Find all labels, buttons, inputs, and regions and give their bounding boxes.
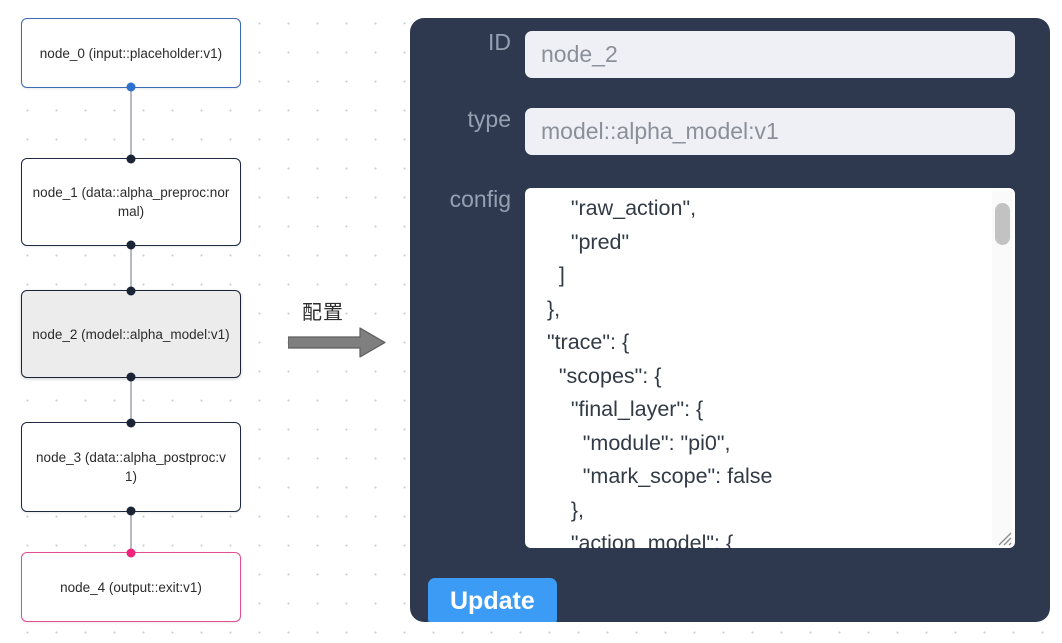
annotation-label: 配置 — [302, 300, 344, 324]
type-input[interactable] — [525, 108, 1015, 155]
node-handle-source[interactable] — [126, 240, 136, 250]
config-editor: "raw_action", "pred" ] }, "trace": { "sc… — [525, 188, 1015, 548]
node-label: node_0 (input::placeholder:v1) — [39, 45, 223, 61]
graph-node-node_3[interactable]: node_3 (data::alpha_postproc:v1) — [21, 418, 241, 516]
node-handle-target[interactable] — [126, 154, 136, 164]
node-handle-target[interactable] — [126, 418, 136, 428]
edge-node2-node3 — [130, 378, 132, 422]
node-label: node_1 (data::alpha_preproc:normal) — [32, 185, 230, 219]
update-button[interactable]: Update — [428, 578, 557, 622]
graph-node-node_2[interactable]: node_2 (model::alpha_model:v1) — [21, 286, 241, 382]
graph-node-node_1[interactable]: node_1 (data::alpha_preproc:normal) — [21, 154, 241, 250]
graph-node-node_4[interactable]: node_4 (output::exit:v1) — [21, 548, 241, 622]
type-label: type — [467, 106, 511, 132]
node-label: node_2 (model::alpha_model:v1) — [32, 326, 230, 342]
edge-node3-node4 — [130, 512, 132, 552]
node-handle-source[interactable] — [126, 372, 136, 382]
field-row-id: ID — [410, 31, 1050, 78]
config-scrollbar-thumb[interactable] — [995, 203, 1010, 245]
node-handle-target[interactable] — [126, 548, 136, 558]
field-row-config: config "raw_action", "pred" ] }, "trace"… — [410, 188, 1050, 548]
field-row-type: type — [410, 108, 1050, 155]
config-textarea[interactable]: "raw_action", "pred" ] }, "trace": { "sc… — [525, 188, 1015, 548]
node-label: node_4 (output::exit:v1) — [60, 579, 202, 595]
config-scrollbar[interactable] — [992, 191, 1012, 545]
node-handle-source[interactable] — [126, 506, 136, 516]
node-handle-source[interactable] — [126, 82, 136, 92]
node-label: node_3 (data::alpha_postproc:v1) — [36, 450, 226, 484]
edge-node1-node2 — [130, 246, 132, 290]
node-handle-target[interactable] — [126, 286, 136, 296]
id-input[interactable] — [525, 31, 1015, 78]
flow-annotation: 配置 — [288, 296, 398, 360]
config-label: config — [449, 186, 511, 212]
edge-node0-node1 — [130, 88, 132, 158]
node-config-panel: ID type config "raw_action", "pred" ] },… — [410, 18, 1050, 622]
id-label: ID — [488, 29, 511, 55]
graph-node-node_0[interactable]: node_0 (input::placeholder:v1) — [21, 18, 241, 92]
arrow-right-icon — [288, 327, 386, 358]
